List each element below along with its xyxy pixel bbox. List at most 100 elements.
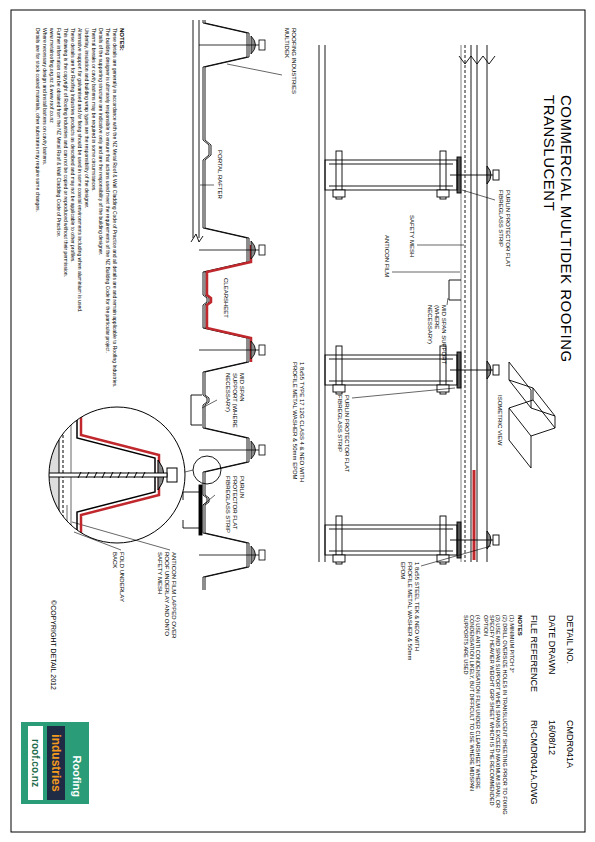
general-note: These details are generally in accordanc… bbox=[112, 28, 118, 400]
tek-screw bbox=[259, 445, 265, 455]
tek-screw bbox=[450, 166, 499, 549]
multidek-profile bbox=[183, 20, 251, 590]
detail-note: (3) USE MID SPAN SUPPORT WHEN SPANS EXCE… bbox=[483, 615, 502, 820]
part-label: ROOFING INDUSTRIES MULTIDEK bbox=[283, 28, 297, 108]
purlin bbox=[333, 190, 345, 197]
general-note: Alternative support for galvanised and /… bbox=[77, 28, 83, 400]
part-label: 1 8x55 STEEL TEK & NEO WITH PROFILE META… bbox=[399, 562, 420, 667]
tek-screw bbox=[199, 555, 259, 556]
mid-span-bracket bbox=[449, 280, 461, 300]
leader-line bbox=[200, 185, 214, 186]
detail-note: (1) MINIMUM PITCH 3° bbox=[509, 615, 515, 820]
title-block-field: DATE DRAWN bbox=[547, 615, 557, 715]
purlin bbox=[325, 525, 457, 555]
purlin bbox=[329, 359, 453, 381]
multidek-profile bbox=[191, 395, 202, 425]
title-block-value: RI-CMDR041A.DWG bbox=[529, 720, 539, 825]
multidek-profile bbox=[191, 234, 203, 242]
drawing-title: COMMERCIAL MULTIDEK ROOFING TRANSLUCENT bbox=[541, 95, 576, 365]
purlin-section bbox=[459, 56, 495, 64]
logo-text: Roofing bbox=[69, 726, 85, 800]
part-label: PURLIN PROTECTOR FLAT FIBREGLASS STRIP bbox=[224, 476, 245, 534]
general-note: Further information can be obtained from… bbox=[56, 28, 62, 400]
detail-circle bbox=[78, 472, 145, 478]
leader-line bbox=[447, 298, 448, 305]
purlin bbox=[437, 190, 449, 197]
sheet-frame bbox=[11, 10, 585, 832]
part-label: PURLIN PROTECTOR FLAT FIBREGLASS STRIP bbox=[336, 395, 350, 480]
company-logo: Roofingindustriesroof.co.nz bbox=[21, 722, 89, 804]
tek-screw bbox=[493, 170, 499, 180]
leader-line bbox=[392, 272, 460, 273]
tek-screw bbox=[259, 40, 265, 50]
part-label: 1 8x55 TYPE 17 12G CLASS 4 & NEO WITH PR… bbox=[291, 362, 305, 497]
purlin-section bbox=[461, 45, 462, 562]
purlin bbox=[325, 516, 461, 564]
notes-heading: NOTES bbox=[516, 615, 523, 715]
general-note: Thermal breaks or cavity battens may be … bbox=[91, 28, 97, 400]
leader-line bbox=[352, 388, 455, 398]
general-note: NOTES: bbox=[118, 28, 125, 400]
tek-screw bbox=[450, 540, 493, 541]
purlin-section bbox=[319, 45, 499, 564]
detail-circle bbox=[45, 395, 185, 560]
copyright-text: ©COPYRIGHT DETAIL 2012 bbox=[49, 600, 57, 720]
tek-screw bbox=[259, 245, 265, 255]
tek-screw bbox=[199, 36, 265, 564]
tek-screw bbox=[199, 350, 259, 351]
detail-circle bbox=[47, 473, 167, 477]
tek-screw bbox=[259, 345, 265, 355]
tek-screw bbox=[199, 450, 259, 451]
detail-note: (2) DRILL OVERSIZE HOLES IN TRANSLUCENT … bbox=[502, 615, 508, 820]
isometric-view bbox=[509, 362, 555, 468]
isometric-view bbox=[509, 362, 555, 468]
multidek-profile bbox=[183, 492, 199, 528]
tek-screw bbox=[259, 550, 265, 560]
detail-note: (4) USE ANTI CONDENSATION FILM UNDER CLE… bbox=[463, 615, 482, 820]
leader-line bbox=[74, 532, 121, 550]
part-label: CLEARSHEET bbox=[222, 278, 229, 326]
general-note: Underlay, insulation and building wrap t… bbox=[84, 28, 90, 400]
tek-screw bbox=[199, 250, 259, 251]
view-label: ISOMETRIC VIEW bbox=[496, 395, 503, 475]
general-note: www.metalroofing.org.nz & www.roof.co.nz bbox=[49, 28, 55, 400]
multidek-profile bbox=[193, 456, 221, 484]
purlin bbox=[325, 355, 457, 385]
part-label: FOLD UNDERLAY BACK bbox=[111, 552, 125, 612]
detail-circle bbox=[67, 395, 71, 530]
leader-line bbox=[421, 546, 491, 566]
purlin-section bbox=[473, 470, 476, 560]
general-note: Where necessary design and install batte… bbox=[42, 28, 48, 400]
multidek-profile bbox=[205, 20, 249, 590]
isometric-view bbox=[509, 362, 533, 440]
multidek-profile bbox=[203, 20, 247, 590]
leader-line bbox=[227, 64, 282, 75]
part-label: MID SPAN SUPPORT (WHERE NECESSARY) bbox=[426, 305, 447, 365]
purlin bbox=[333, 385, 345, 392]
part-label: PORTAL RAFTER bbox=[216, 150, 223, 210]
part-label: ANTICON FILM LAPPED OVER ROOF UNDERLAY A… bbox=[156, 552, 177, 644]
tek-screw bbox=[450, 370, 493, 371]
sheet-frame bbox=[11, 10, 585, 832]
purlin bbox=[325, 160, 457, 190]
general-note: The building designer is ultimately resp… bbox=[105, 28, 111, 400]
leader-line bbox=[185, 470, 193, 472]
part-label: ANTICON FILM bbox=[383, 235, 390, 295]
leader-line bbox=[72, 64, 495, 566]
purlin bbox=[329, 164, 453, 186]
leader-line bbox=[417, 245, 464, 246]
multidek-profile bbox=[207, 245, 251, 362]
logo-text: roof.co.nz bbox=[28, 726, 43, 800]
detail-circle bbox=[45, 440, 59, 520]
leader-line bbox=[462, 190, 495, 200]
detail-circle bbox=[49, 407, 185, 543]
title-block-field: DETAIL NO. bbox=[565, 615, 575, 715]
part-label: MID SPAN SUPPORT (WHERE NECESSARY) bbox=[224, 373, 245, 431]
tek-screw bbox=[493, 535, 499, 545]
tek-screw bbox=[199, 45, 259, 46]
purlin bbox=[325, 346, 461, 394]
purlin-section bbox=[319, 45, 325, 562]
general-note: Details of the supporting structure are … bbox=[98, 28, 104, 400]
title-block-field: FILE REFERENCE bbox=[529, 615, 539, 715]
